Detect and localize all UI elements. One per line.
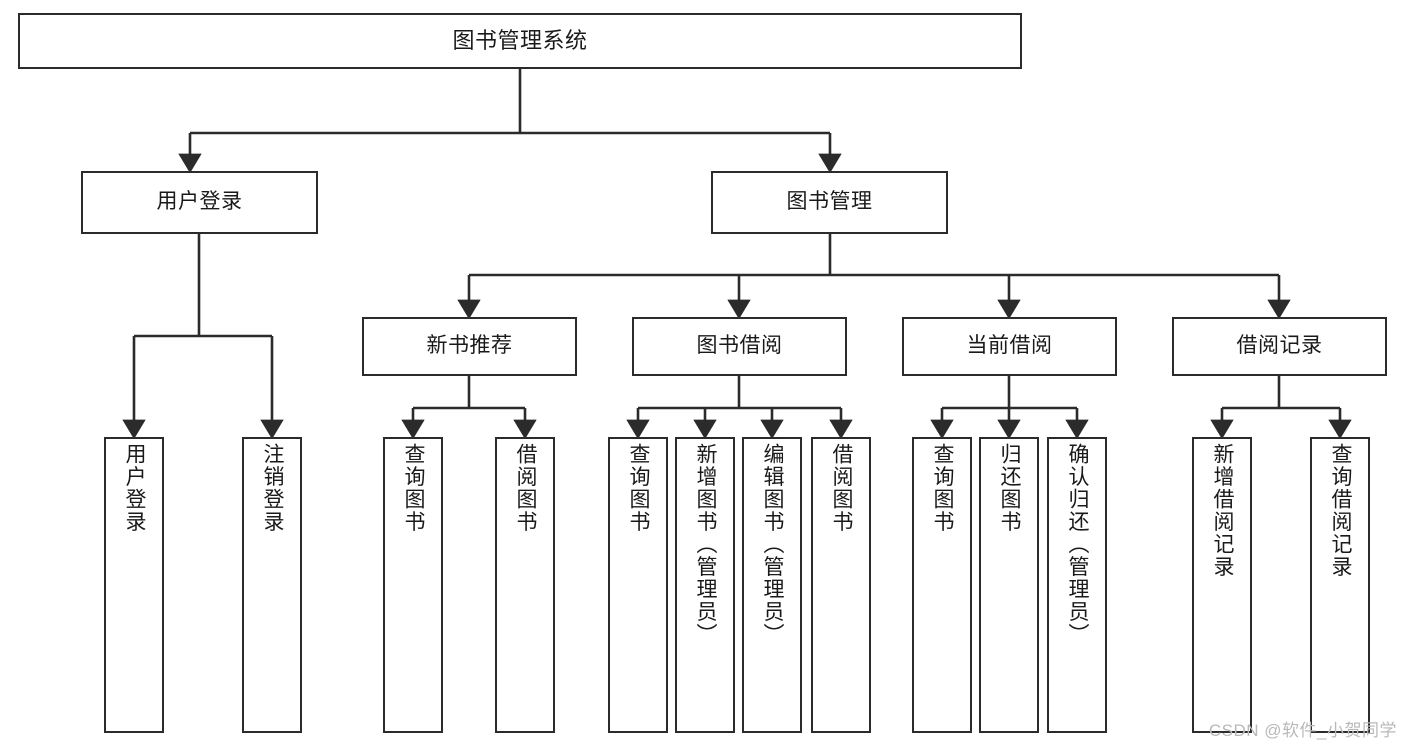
node-label: 图书管理系统: [452, 28, 588, 54]
node-leaf-confirm-return-admin[interactable]: 确认归还（管理员）: [1047, 437, 1107, 733]
node-current-borrow[interactable]: 当前借阅: [902, 317, 1117, 376]
node-label: 借阅图书: [830, 443, 854, 533]
watermark-text: CSDN @软件_小贺同学: [1208, 721, 1397, 740]
node-borrow-record[interactable]: 借阅记录: [1172, 317, 1387, 376]
node-book-management[interactable]: 图书管理: [711, 171, 948, 234]
node-label: 借阅记录: [1236, 334, 1323, 358]
node-label: 查询图书: [402, 443, 426, 533]
node-label: 归还图书: [998, 443, 1022, 533]
node-label: 图书借阅: [696, 334, 783, 358]
node-leaf-query-book-borrow[interactable]: 查询图书: [608, 437, 668, 733]
node-new-book-recommend[interactable]: 新书推荐: [362, 317, 577, 376]
node-label: 新增借阅记录: [1211, 443, 1235, 578]
node-label: 查询图书: [931, 443, 955, 533]
node-label: 确认归还（管理员）: [1066, 443, 1090, 646]
node-leaf-query-book-recommend[interactable]: 查询图书: [383, 437, 443, 733]
node-leaf-query-book-current[interactable]: 查询图书: [912, 437, 972, 733]
node-leaf-logout[interactable]: 注销登录: [242, 437, 302, 733]
node-label: 新书推荐: [426, 334, 513, 358]
node-label: 编辑图书（管理员）: [761, 443, 785, 646]
node-leaf-add-book-admin[interactable]: 新增图书（管理员）: [675, 437, 735, 733]
node-label: 注销登录: [261, 443, 285, 533]
node-label: 当前借阅: [966, 334, 1053, 358]
node-book-borrow[interactable]: 图书借阅: [632, 317, 847, 376]
node-leaf-add-borrow-record[interactable]: 新增借阅记录: [1192, 437, 1252, 733]
node-user-login[interactable]: 用户登录: [81, 171, 318, 234]
node-root-system[interactable]: 图书管理系统: [18, 13, 1022, 69]
node-leaf-user-login[interactable]: 用户登录: [104, 437, 164, 733]
node-label: 新增图书（管理员）: [694, 443, 718, 646]
node-label: 用户登录: [123, 443, 147, 533]
node-label: 图书管理: [786, 190, 873, 214]
node-label: 查询借阅记录: [1329, 443, 1353, 578]
node-leaf-query-borrow-record[interactable]: 查询借阅记录: [1310, 437, 1370, 733]
node-label: 查询图书: [627, 443, 651, 533]
node-leaf-edit-book-admin[interactable]: 编辑图书（管理员）: [742, 437, 802, 733]
node-leaf-borrow-book[interactable]: 借阅图书: [811, 437, 871, 733]
node-leaf-return-book[interactable]: 归还图书: [979, 437, 1039, 733]
node-leaf-borrow-book-recommend[interactable]: 借阅图书: [495, 437, 555, 733]
node-label: 用户登录: [156, 190, 243, 214]
node-label: 借阅图书: [514, 443, 538, 533]
